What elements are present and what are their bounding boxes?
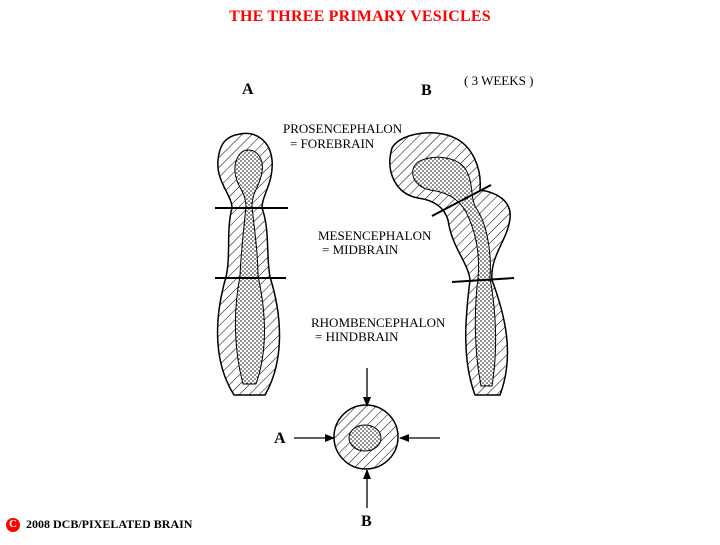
neural-tube-view-a: [215, 132, 288, 396]
prosencephalon-name: PROSENCEPHALON: [283, 121, 403, 136]
boundary-b-lower: [451, 277, 515, 283]
copyright-badge-icon: C: [6, 517, 20, 532]
tube-b-lumen: [412, 156, 497, 387]
cross-section-lumen: [348, 424, 382, 452]
tube-a-lumen: [234, 149, 265, 385]
mesencephalon-name: MESENCEPHALON: [318, 228, 432, 243]
rhombencephalon-name: RHOMBENCEPHALON: [311, 315, 446, 330]
view-a-label: A: [242, 81, 254, 98]
rhombencephalon-meaning: = HINDBRAIN: [315, 329, 399, 344]
cross-section: [294, 368, 440, 508]
cross-section-arrow-a-label: A: [274, 430, 286, 447]
page-title: THE THREE PRIMARY VESICLES: [229, 8, 491, 25]
copyright-text: 2008 DCB/PIXELATED BRAIN: [26, 517, 193, 531]
age-label: ( 3 WEEKS ): [464, 73, 534, 88]
boundary-b-upper: [431, 184, 492, 217]
cross-section-arrow-b-label: B: [361, 513, 372, 530]
copyright-notice: C 2008 DCB/PIXELATED BRAIN: [6, 517, 192, 532]
view-b-label: B: [421, 82, 432, 99]
neural-tube-view-b: [389, 132, 515, 396]
prosencephalon-meaning: = FOREBRAIN: [290, 136, 375, 151]
mesencephalon-meaning: = MIDBRAIN: [322, 242, 399, 257]
